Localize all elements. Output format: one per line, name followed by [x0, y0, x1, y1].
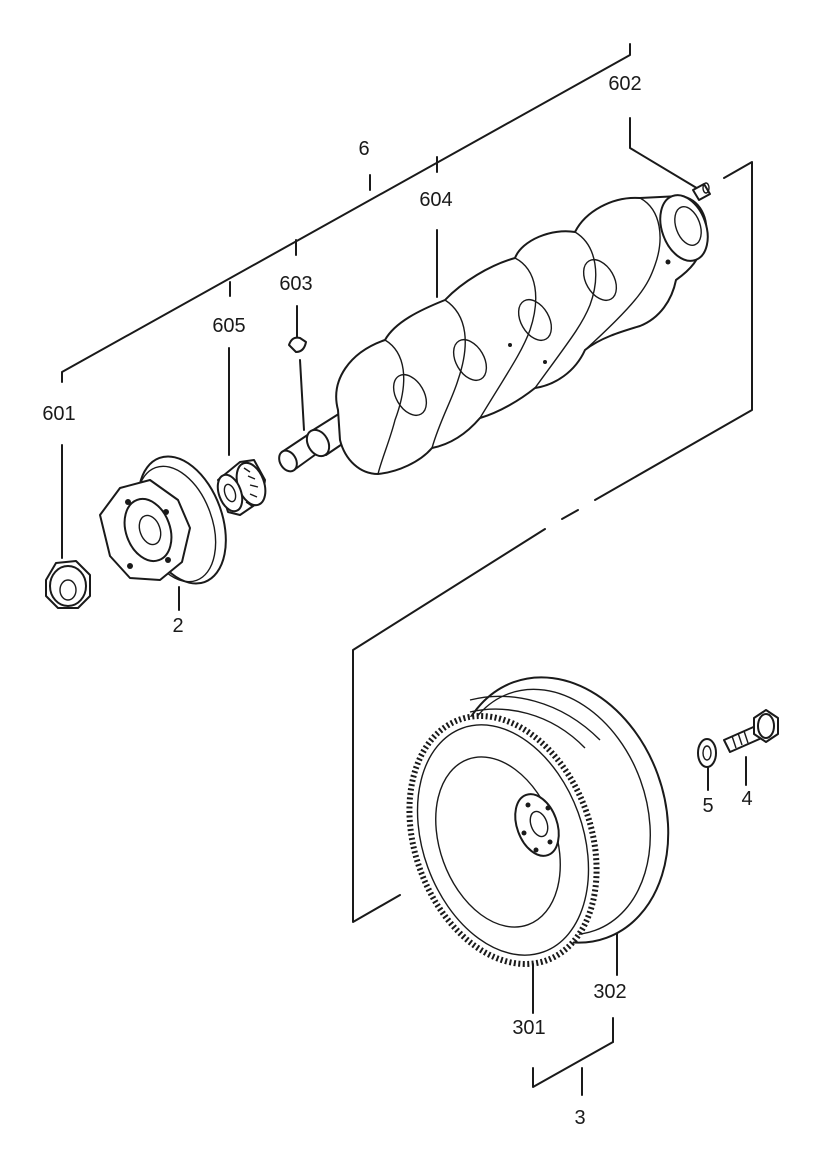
flywheel-location-bracket	[352, 161, 753, 923]
callout-2: 2	[172, 615, 183, 637]
callout-604: 604	[419, 189, 452, 211]
bolt-4	[723, 709, 779, 753]
assembly-6-bracket	[61, 43, 631, 383]
key-603	[288, 336, 307, 353]
gear-605	[216, 459, 267, 516]
crankshaft-604	[278, 194, 709, 475]
callout-302: 302	[593, 981, 626, 1003]
leader-lines	[61, 117, 747, 1096]
callout-601: 601	[42, 403, 75, 425]
nut-601	[45, 560, 91, 609]
pin-602	[692, 182, 711, 201]
callout-3: 3	[574, 1107, 585, 1129]
callout-6: 6	[358, 138, 369, 160]
callout-4: 4	[741, 788, 752, 810]
callout-5: 5	[702, 795, 713, 817]
callout-602: 602	[608, 73, 641, 95]
ring-gear-301	[406, 713, 600, 967]
callout-301: 301	[512, 1017, 545, 1039]
callout-605: 605	[212, 315, 245, 337]
pulley-2	[99, 455, 227, 585]
callout-603: 603	[279, 273, 312, 295]
washer-5	[697, 738, 717, 768]
